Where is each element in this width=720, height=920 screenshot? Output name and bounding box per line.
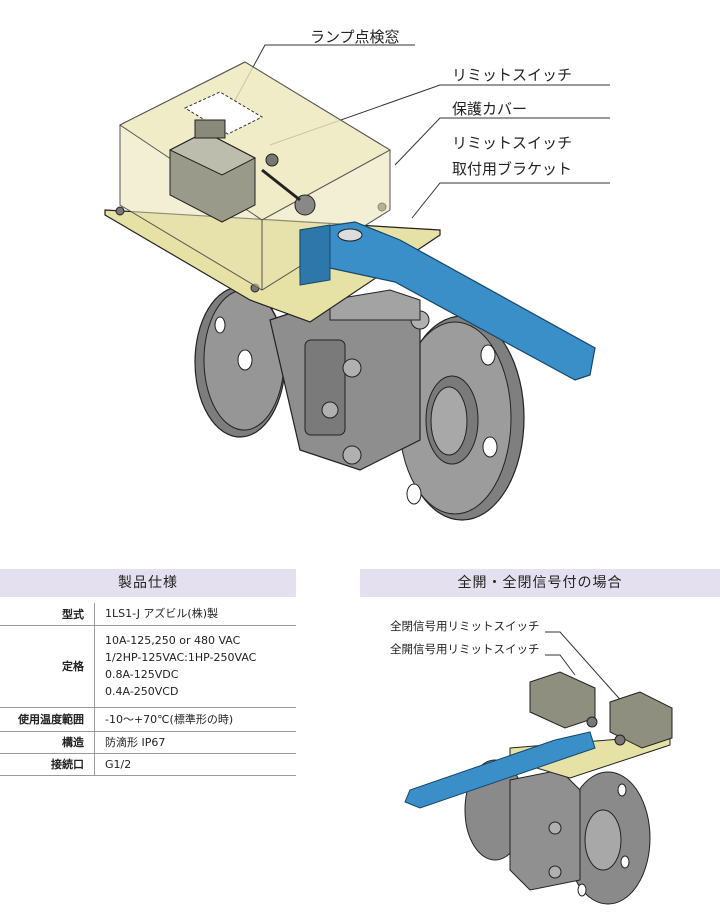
right-flange <box>398 315 525 521</box>
valve-assembly-illustration <box>104 44 610 521</box>
callout-lamp-window: ランプ点検窓 <box>310 28 400 46</box>
valve-body <box>269 289 430 471</box>
spec-header: 製品仕様 <box>0 569 296 597</box>
spec-key: 接続口 <box>0 753 95 776</box>
spec-value: G1/2 <box>105 757 132 771</box>
table-row: 型式 1LS1-J アズビル(株)製 <box>0 603 296 626</box>
spec-key: 定格 <box>0 625 95 708</box>
lever-handle <box>299 221 596 381</box>
table-row: 定格 10A-125,250 or 480 VAC 1/2HP-125VAC:1… <box>0 625 296 708</box>
callout-close-switch: 全閉信号用リミットスイッチ <box>390 619 540 633</box>
spec-value: 1LS1-J アズビル(株)製 <box>105 607 219 621</box>
signal-lever-handle <box>404 731 596 809</box>
table-row: 使用温度範囲 -10～+70℃(標準形の時) <box>0 707 296 732</box>
spec-value: 0.8A-125VDC <box>105 668 179 681</box>
spec-table: 型式 1LS1-J アズビル(株)製 定格 10A-125,250 or 480… <box>0 603 296 776</box>
spec-key: 構造 <box>0 731 95 754</box>
callout-open-switch: 全開信号用リミットスイッチ <box>390 642 540 656</box>
spec-key: 型式 <box>0 603 95 626</box>
table-row: 構造 防滴形 IP67 <box>0 731 296 754</box>
signal-header: 全開・全閉信号付の場合 <box>360 569 720 597</box>
signal-variant-illustration <box>404 631 673 905</box>
spec-key: 使用温度範囲 <box>0 707 95 732</box>
spec-value: -10～+70℃(標準形の時) <box>105 712 234 726</box>
callout-protective-cover: 保護カバー <box>452 100 528 118</box>
spec-value: 10A-125,250 or 480 VAC <box>105 634 241 647</box>
signal-leader-lines <box>545 631 626 706</box>
table-row: 接続口 G1/2 <box>0 753 296 776</box>
limit-switch <box>168 119 316 223</box>
callout-bracket-line2: 取付用ブラケット <box>452 160 573 178</box>
left-flange <box>194 286 286 438</box>
signal-switches <box>529 671 673 749</box>
spec-value: 防滴形 IP67 <box>105 735 166 749</box>
spec-value: 1/2HP-125VAC:1HP-250VAC <box>105 651 257 664</box>
callout-bracket-line1: リミットスイッチ <box>452 134 573 152</box>
callout-limit-switch: リミットスイッチ <box>452 66 573 84</box>
spec-value: 0.4A-250VCD <box>105 685 179 698</box>
